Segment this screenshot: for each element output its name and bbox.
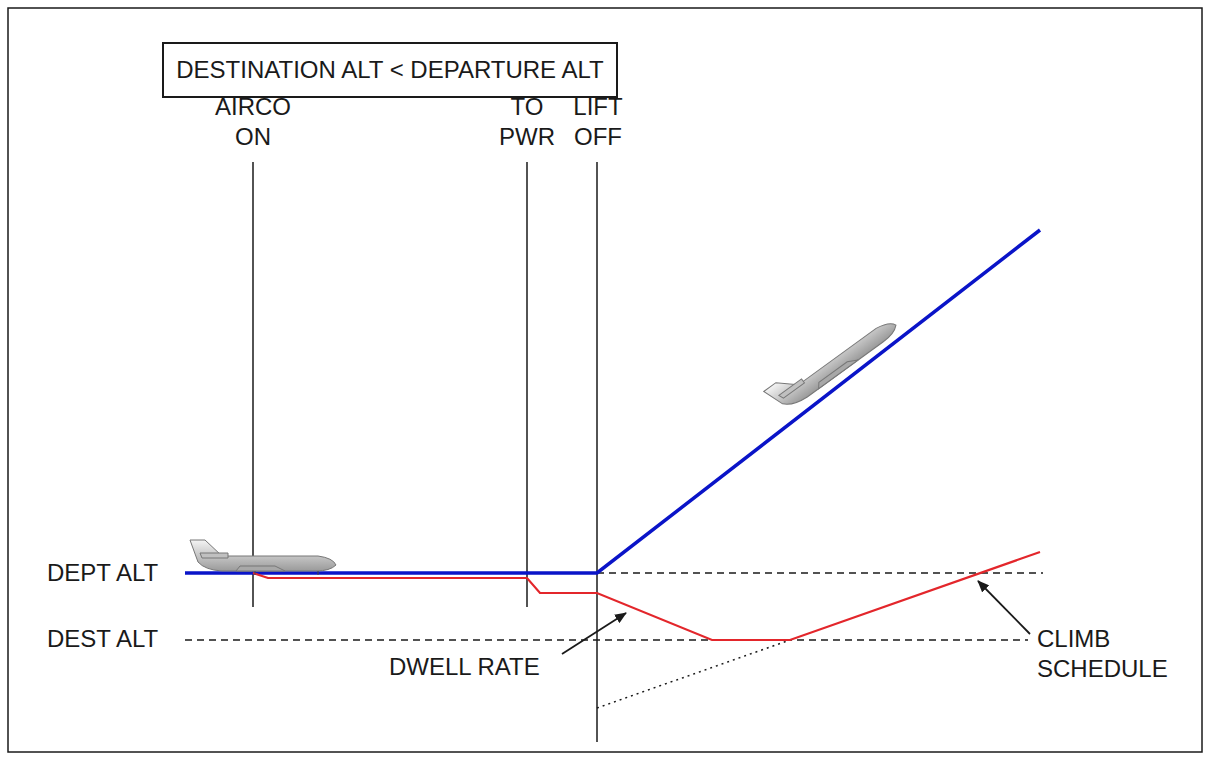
title-box: DESTINATION ALT < DEPARTURE ALT — [162, 42, 618, 98]
dest-alt-line — [185, 639, 1028, 640]
aircraft-ground — [190, 540, 336, 575]
title-text: DESTINATION ALT < DEPARTURE ALT — [176, 55, 603, 85]
event-label: LIFT OFF — [567, 92, 629, 152]
callout-label: DWELL RATE — [386, 652, 543, 682]
aircraft-altitude — [185, 230, 1040, 573]
altitude-label: DEPT ALT — [44, 558, 161, 588]
altitude-label: DEST ALT — [44, 624, 161, 654]
event-line — [252, 162, 254, 607]
event-label: TO PWR — [496, 92, 558, 152]
leader-arrow — [978, 581, 1030, 634]
callout-label: CLIMB SCHEDULE — [1034, 624, 1190, 684]
aircraft-climbing — [764, 306, 900, 416]
event-line — [526, 162, 528, 607]
event-label: AIRCO ON — [203, 92, 303, 152]
cabin-altitude — [253, 552, 1040, 640]
event-line — [596, 162, 598, 742]
climb-extension — [597, 640, 790, 708]
frame — [8, 8, 1202, 752]
leader-arrow — [562, 613, 626, 654]
